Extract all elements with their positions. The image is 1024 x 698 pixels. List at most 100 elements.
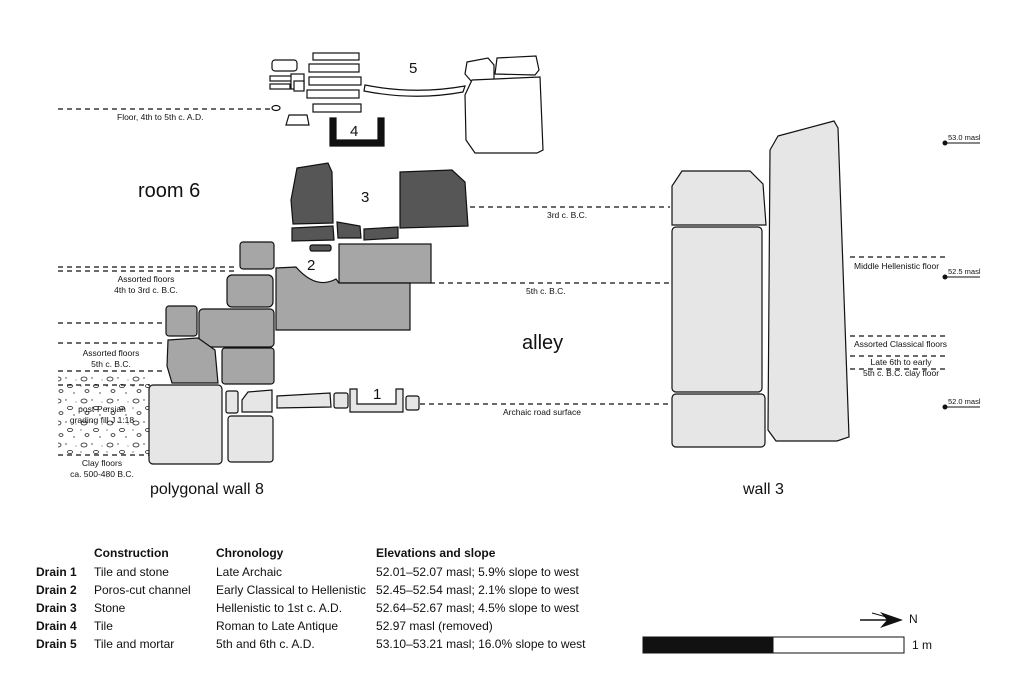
elevation-52: 52.0 masl [948,397,981,406]
table-row: Drain 2 Poros-cut channel Early Classica… [36,581,596,599]
tile [312,103,362,113]
drain-1 [349,388,404,413]
block [338,243,432,284]
dark-stone [309,244,332,252]
block [226,274,274,308]
elevation-53: 53.0 masl [948,133,981,142]
small-stone [271,59,298,72]
drain-name: Drain 3 [36,601,77,615]
north-arrow-icon [860,612,903,628]
assorted-5th-label: Assorted floors [83,348,140,358]
assorted-5th-date-label: 5th c. B.C. [91,359,131,369]
small-stone [285,114,310,126]
table-row: Drain 1 Tile and stone Late Archaic 52.0… [36,563,596,581]
chronology-cell: Late Archaic [216,565,283,579]
tile-fragment [269,83,291,90]
elevation-cell: 52.64–52.67 masl; 4.5% slope to west [376,601,579,615]
polygonal-wall-label: polygonal wall 8 [150,481,264,498]
wall-stone [227,415,274,463]
wall-stone [241,389,273,413]
construction-cell: Stone [94,601,126,615]
third-bc-label: 3rd c. B.C. [547,210,587,220]
block [221,347,275,385]
drain-name: Drain 4 [36,619,77,633]
legend-header-chronology: Chronology [216,546,284,560]
chronology-cell: Roman to Late Antique [216,619,339,633]
table-row: Drain 5 Tile and mortar 5th and 6th c. A… [36,635,596,653]
elevation-52-5: 52.5 masl [948,267,981,276]
legend-header-blank [36,544,94,563]
drain-5-curved-tile [363,84,466,97]
grading-fill-label: grading fill J 1:18 [70,415,135,425]
construction-cell: Tile [94,619,113,633]
elevation-cell: 52.97 masl (removed) [376,619,493,633]
fifth-bc-label: 5th c. B.C. [526,286,566,296]
elevation-markers: 53.0 masl 52.5 masl 52.0 masl [942,133,981,410]
wall-stone [148,384,223,465]
wall-stone [225,390,239,414]
dark-stone [399,169,469,229]
room-6-label: room 6 [138,180,200,202]
construction-cell: Poros-cut channel [94,583,191,597]
late-6th-label: Late 6th to early [871,357,933,367]
chronology-cell: Hellenistic to 1st c. A.D. [216,601,343,615]
wall-3-label: wall 3 [742,481,784,498]
dark-stone [291,225,335,242]
tile [308,76,362,86]
clay-floors-label: Clay floors [82,458,122,468]
assorted-floors-label: Assorted floors [118,274,175,284]
construction-cell: Tile and stone [94,565,169,579]
small-stone [293,80,305,92]
large-stone [464,76,544,154]
block [198,308,275,348]
dark-stone [336,221,362,239]
drain-name: Drain 2 [36,583,77,597]
table-row: Drain 3 Stone Hellenistic to 1st c. A.D.… [36,599,596,617]
stone [276,392,332,409]
block [166,337,219,384]
dark-stone [363,226,399,241]
drain-legend-table: Construction Chronology Elevations and s… [36,544,596,653]
stones [148,52,850,465]
legend-header-elevations: Elevations and slope [376,546,496,560]
dark-stone [290,162,334,225]
drain-numbers: 1 2 3 4 5 [307,60,417,403]
table-row: Drain 4 Tile Roman to Late Antique 52.97… [36,617,596,635]
legend-header-construction: Construction [94,546,169,560]
drain-name: Drain 1 [36,565,77,579]
stone [333,392,349,409]
chronology-cell: 5th and 6th c. A.D. [216,637,315,651]
stone [405,395,420,411]
middle-hellenistic-label: Middle Hellenistic floor [854,261,939,271]
grading-fill-area [58,372,150,455]
drain-name: Drain 5 [36,637,77,651]
alley-label: alley [522,332,563,354]
elevation-cell: 53.10–53.21 masl; 16.0% slope to west [376,637,586,651]
construction-cell: Tile and mortar [94,637,175,651]
drain-2-number: 2 [307,257,315,274]
block [239,241,275,270]
legend-header-row: Construction Chronology Elevations and s… [36,544,596,563]
drain-1-number: 1 [373,386,381,403]
archaic-road-label: Archaic road surface [503,407,581,417]
north-label: N [909,612,918,626]
elevation-cell: 52.45–52.54 masl; 2.1% slope to west [376,583,579,597]
scale-label: 1 m [912,638,933,652]
clay-floors-date-label: ca. 500-480 B.C. [70,469,134,479]
level-labels: Floor, 4th to 5th c. A.D. 3rd c. B.C. 5t… [70,112,947,479]
wall-3-stone [671,170,767,226]
assorted-floors-date-label: 4th to 3rd c. B.C. [114,285,178,295]
wall-3-stone [671,226,763,393]
drain-4 [329,117,385,147]
scale-bar [642,636,905,654]
late-6th-date-label: 5th c. B.C. clay floor [863,368,939,378]
drain-4-number: 4 [350,123,358,140]
tile-fragment [269,75,293,82]
drain-3-number: 3 [361,189,369,206]
wall-3-tall-stone [767,120,850,442]
tile [312,52,360,61]
tile [306,89,360,99]
stone [494,55,540,76]
